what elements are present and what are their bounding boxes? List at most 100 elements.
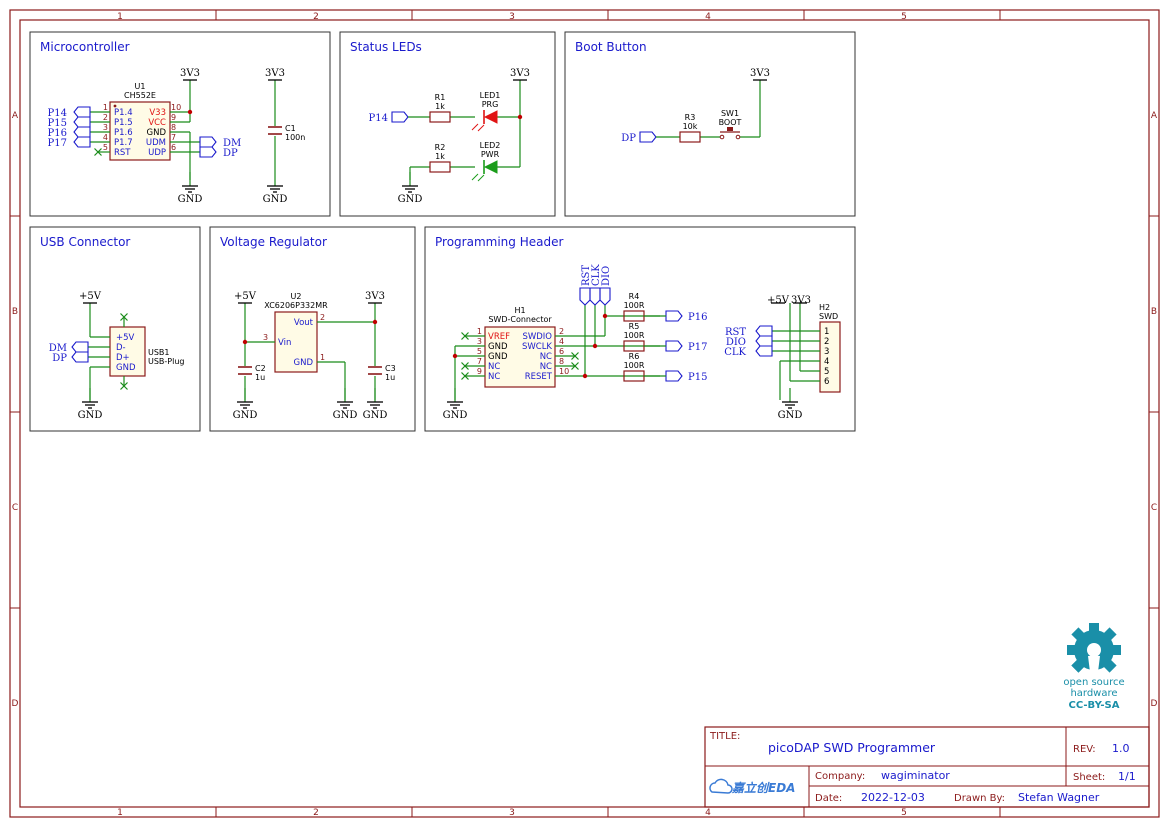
resistor-r1[interactable] xyxy=(429,111,451,123)
net-label: P14 xyxy=(48,108,67,119)
frame-col-label: 1 xyxy=(117,12,123,22)
pin-name: UDM xyxy=(146,138,166,148)
block-programming-header[interactable]: Programming Header H1 SWD-Connector VREF… xyxy=(424,226,856,432)
company-value: wagiminator xyxy=(881,769,950,782)
pin-number: 10 xyxy=(171,103,181,112)
logo-text: CC-BY-SA xyxy=(1069,700,1120,711)
ic-part: XC6206P332MR xyxy=(264,301,328,310)
junction-dot xyxy=(372,319,378,325)
junction-dot xyxy=(517,114,523,120)
capacitor-c1[interactable] xyxy=(268,126,282,135)
ground-symbol xyxy=(781,387,799,409)
block-voltage-regulator[interactable]: Voltage Regulator U2 XC6206P332MR Vout V… xyxy=(209,226,416,432)
junction-dot xyxy=(242,339,248,345)
power-label: +5V xyxy=(767,295,790,306)
pin-number: 1 xyxy=(103,103,108,112)
ground-symbol xyxy=(236,387,254,409)
resistor-r2[interactable] xyxy=(429,161,451,173)
title-label: TITLE: xyxy=(709,731,740,742)
pin-name: UDP xyxy=(148,148,166,158)
pin-number: 2 xyxy=(103,113,108,122)
date-value: 2022-12-03 xyxy=(861,791,925,804)
ground-label: GND xyxy=(233,410,258,421)
pin-number: 5 xyxy=(477,347,482,356)
capacitor-c2[interactable] xyxy=(238,366,252,375)
ic-part: CH552E xyxy=(124,91,156,100)
block-microcontroller[interactable]: Microcontroller U1 CH552E 1 2 3 4 5 P1.4… xyxy=(29,31,331,217)
net-label: P16 xyxy=(688,312,707,323)
net-label: CLK xyxy=(591,264,602,286)
junction-dot xyxy=(602,313,608,319)
component-ref: R6 xyxy=(629,352,640,361)
power-label: 3V3 xyxy=(750,68,770,79)
power-label: 3V3 xyxy=(265,68,285,79)
component-ref: R4 xyxy=(629,292,640,301)
net-label: P17 xyxy=(48,138,67,149)
pin-number: 3 xyxy=(477,337,482,346)
pin-name: GND xyxy=(294,358,314,368)
net-label: DIO xyxy=(601,266,612,286)
connector-h2[interactable] xyxy=(819,321,841,393)
connector-usb1[interactable] xyxy=(109,326,146,377)
net-label: RST xyxy=(581,265,592,286)
capacitor-c3[interactable] xyxy=(368,366,382,375)
component-ref: LED2 xyxy=(480,141,501,150)
pin-number: 7 xyxy=(477,357,482,366)
pin-name: RESET xyxy=(525,372,553,382)
ic-u1[interactable] xyxy=(109,101,171,161)
connector-h1[interactable] xyxy=(484,326,556,388)
ground-label: GND xyxy=(398,194,423,205)
component-value: 100R xyxy=(624,361,645,370)
net-flag xyxy=(755,345,773,357)
pin-name: NC xyxy=(540,362,552,372)
pin-number: 4 xyxy=(559,337,564,346)
component-value: 1k xyxy=(435,102,445,111)
block-boot-button[interactable]: Boot Button DP R3 10k SW1 BOOT 3V3 xyxy=(564,31,856,217)
resistor-r3[interactable] xyxy=(679,131,701,143)
net-label: DP xyxy=(52,353,67,364)
ground-symbol xyxy=(266,171,284,193)
component-name: BOOT xyxy=(719,118,742,127)
pin-number: 3 xyxy=(824,347,829,357)
pin-number: 1 xyxy=(824,327,829,337)
block-title: Voltage Regulator xyxy=(220,235,327,249)
pin-number: 8 xyxy=(171,123,176,132)
component-part: SWD xyxy=(819,312,838,321)
net-label: DM xyxy=(223,138,241,149)
frame-row-label: A xyxy=(1151,111,1158,121)
pin-name: GND xyxy=(147,128,167,138)
component-value: 1u xyxy=(385,373,395,382)
pin-number: 5 xyxy=(103,143,108,152)
net-flag xyxy=(755,335,773,347)
ground-label: GND xyxy=(178,194,203,205)
component-ref: H1 xyxy=(514,306,525,315)
frame-row-label: C xyxy=(1151,503,1157,513)
ground-symbol xyxy=(446,387,464,409)
push-button-icon xyxy=(719,127,741,140)
component-name: PRG xyxy=(482,100,499,109)
frame-row-label: B xyxy=(1151,307,1157,317)
pin-name: VREF xyxy=(488,332,510,342)
block-usb-connector[interactable]: USB Connector +5V D- D+ GND USB1 USB-Plu… xyxy=(29,226,201,432)
pin-number: 6 xyxy=(171,143,176,152)
net-label: P15 xyxy=(688,372,707,383)
pin-name: V33 xyxy=(149,108,166,118)
pin-number: 6 xyxy=(559,347,564,356)
rev-label: REV: xyxy=(1073,744,1096,755)
logo-text: open source xyxy=(1063,677,1124,688)
frame-col-label: 5 xyxy=(901,12,907,22)
net-flag xyxy=(199,136,217,148)
component-value: 100R xyxy=(624,301,645,310)
block-status-leds[interactable]: Status LEDs P14 R1 1k LED1 PRG R2 1k xyxy=(339,31,556,217)
ground-label: GND xyxy=(443,410,468,421)
power-label: 3V3 xyxy=(791,295,811,306)
cloud-icon xyxy=(709,778,733,794)
frame-col-label: 3 xyxy=(509,808,515,818)
frame-row-label: C xyxy=(12,503,18,513)
component-ref: SW1 xyxy=(721,109,739,118)
component-ref: R3 xyxy=(685,113,696,122)
block-title: Programming Header xyxy=(435,235,563,249)
pin-number: 3 xyxy=(103,123,108,132)
component-ref: R2 xyxy=(435,143,446,152)
ground-symbol xyxy=(366,387,384,409)
